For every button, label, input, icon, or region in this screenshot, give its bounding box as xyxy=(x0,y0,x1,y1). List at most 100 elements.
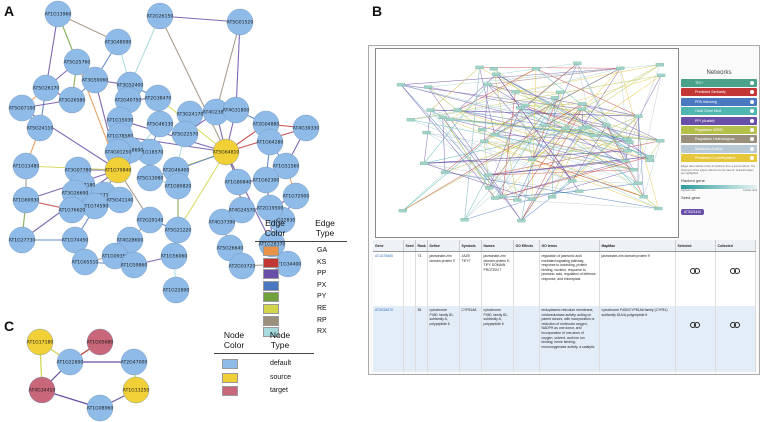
network-toggle[interactable]: Predicted Similarity xyxy=(681,88,757,97)
network-a-node: AT4G24570 xyxy=(229,196,255,224)
network-toggle-icon xyxy=(750,127,754,132)
network-b-edge xyxy=(524,103,583,106)
network-a-node-label: AT5G01520 xyxy=(227,20,254,26)
network-b-node xyxy=(639,195,648,199)
edge-legend-item-swatch xyxy=(263,246,279,256)
rank-gradient xyxy=(681,185,757,190)
network-a-node-label: AT1G80820 xyxy=(165,184,192,190)
network-a-node: AT1G56060 xyxy=(161,242,187,270)
network-a-node: AT2G40750 xyxy=(115,86,141,114)
network-a-node-label: AT1G69930 xyxy=(13,198,40,204)
network-b-node xyxy=(625,140,634,144)
network-b-edge xyxy=(423,84,488,164)
network-b-edge xyxy=(521,68,621,221)
edge-legend-item-swatch xyxy=(263,327,279,338)
network-b-node xyxy=(633,181,643,186)
table-header-cell[interactable]: Selected xyxy=(675,240,716,252)
table-header-cell[interactable]: Names xyxy=(481,240,514,252)
network-toggle-label: PPI (Arabid) xyxy=(695,118,715,123)
network-b-node xyxy=(423,85,433,89)
panel-letter-c: C xyxy=(4,318,15,334)
network-c-edge xyxy=(133,361,137,391)
network-c-node: AT1G13250 xyxy=(123,376,149,404)
table-header-cell[interactable]: Collected xyxy=(715,240,756,252)
network-b-edge xyxy=(464,174,489,220)
network-b-edge xyxy=(637,75,662,184)
network-b-edge xyxy=(586,75,662,128)
network-toggle[interactable]: Regulation AREB xyxy=(681,125,757,134)
network-b-edge xyxy=(551,115,639,198)
network-b-node xyxy=(484,173,493,177)
network-b-node xyxy=(475,65,484,69)
network-a-node: AT5G25760 xyxy=(64,48,90,76)
network-b-edge xyxy=(430,109,490,189)
network-b-edge xyxy=(479,67,587,128)
network-toggle[interactable]: Clust Gene Mod xyxy=(681,107,757,116)
network-toggle-label: Regulation Heterologous xyxy=(695,137,735,142)
network-b-edge xyxy=(427,86,522,221)
network-toggle[interactable]: Regulation Heterologous xyxy=(681,135,757,144)
ranked-gene-title: Ranked gene xyxy=(681,178,705,184)
network-toggle[interactable]: TEL* xyxy=(681,79,757,87)
table-cell-names: cytochrome P450, family 81, subfamily A,… xyxy=(481,306,514,372)
network-a-node-label: AT5G64810 xyxy=(213,150,240,156)
table-header-cell[interactable]: Rank xyxy=(415,240,428,252)
network-b-edge xyxy=(502,160,626,197)
network-b-edge xyxy=(516,63,578,201)
network-a-node-label: AT1G59860 xyxy=(121,263,148,269)
network-b-edge xyxy=(520,107,650,157)
network-c-node-label: AT4G34410 xyxy=(29,388,56,394)
rank-low: Lowest rank xyxy=(743,189,757,193)
network-toggle-label: Predicted Co-Methylation xyxy=(695,156,736,161)
network-b-edge xyxy=(410,67,621,121)
table-header-cell[interactable]: Seed xyxy=(403,240,416,252)
edge-type-header: Edge Type xyxy=(315,218,335,238)
network-toggle[interactable]: Metabolic AraCyc xyxy=(681,144,757,153)
network-a-node-label: AT1G62300 xyxy=(253,178,280,184)
network-toggle[interactable]: Predicted Co-Methylation xyxy=(681,154,757,163)
network-a-node: AT5G21220 xyxy=(165,216,191,244)
network-b-node xyxy=(561,126,570,130)
table-header-cell[interactable]: GO Effects xyxy=(513,240,540,252)
table-header-cell[interactable]: Define xyxy=(427,240,460,252)
network-toggle-label: TEL* xyxy=(695,81,703,85)
node-legend-item-label: target xyxy=(270,387,288,394)
network-a-node-label: AT1G74450 xyxy=(62,238,89,244)
network-a-node-label: AT1G22890 xyxy=(163,288,190,294)
network-b-node xyxy=(616,66,625,70)
network-b-node xyxy=(550,96,560,100)
network-b-edge xyxy=(532,108,583,160)
network-b-edge xyxy=(515,64,660,93)
network-a-node: AT1G62300 xyxy=(253,166,280,194)
network-toggle[interactable]: PPI (Arabid) xyxy=(681,116,757,125)
network-viewer[interactable] xyxy=(375,48,679,238)
network-toggle[interactable]: PPA Interolog xyxy=(681,97,757,106)
table-header-cell[interactable]: GO terms xyxy=(539,240,600,252)
network-a-node-label: AT3G24170 xyxy=(177,112,204,118)
network-a-node-label: AT4G01250 xyxy=(105,150,132,156)
edge-legend-item-label: KS xyxy=(317,258,327,266)
network-a-node-label: AT4G23810 xyxy=(203,110,230,116)
network-b-edge xyxy=(457,68,537,111)
table-cell-gene[interactable]: AT1G75400 xyxy=(373,251,404,306)
link-toggle-icon[interactable] xyxy=(689,322,701,328)
link-toggle-icon[interactable] xyxy=(729,322,741,328)
network-b-edge xyxy=(579,183,638,192)
network-c-node: AT4G34410 xyxy=(29,376,56,404)
network-b-edge xyxy=(515,91,639,117)
network-b-edge xyxy=(442,117,644,198)
link-toggle-icon[interactable] xyxy=(729,268,741,274)
network-a-node-label: AT1G18570 xyxy=(137,150,164,156)
network-b-edge xyxy=(410,75,662,121)
table-cell-rank: 73 xyxy=(415,251,428,306)
table-header-cell[interactable]: Symbols xyxy=(459,240,482,252)
table-header-cell[interactable]: Gene xyxy=(373,240,404,252)
network-a-node-label: AT4G39330 xyxy=(293,126,320,132)
network-b-edge xyxy=(484,141,573,182)
table-cell-gene[interactable]: AT3G26270 xyxy=(373,306,404,372)
network-b-edge xyxy=(450,119,626,162)
table-header-cell[interactable]: MapMan xyxy=(599,240,676,252)
link-toggle-icon[interactable] xyxy=(689,268,701,274)
edge-legend-rule xyxy=(255,241,347,242)
